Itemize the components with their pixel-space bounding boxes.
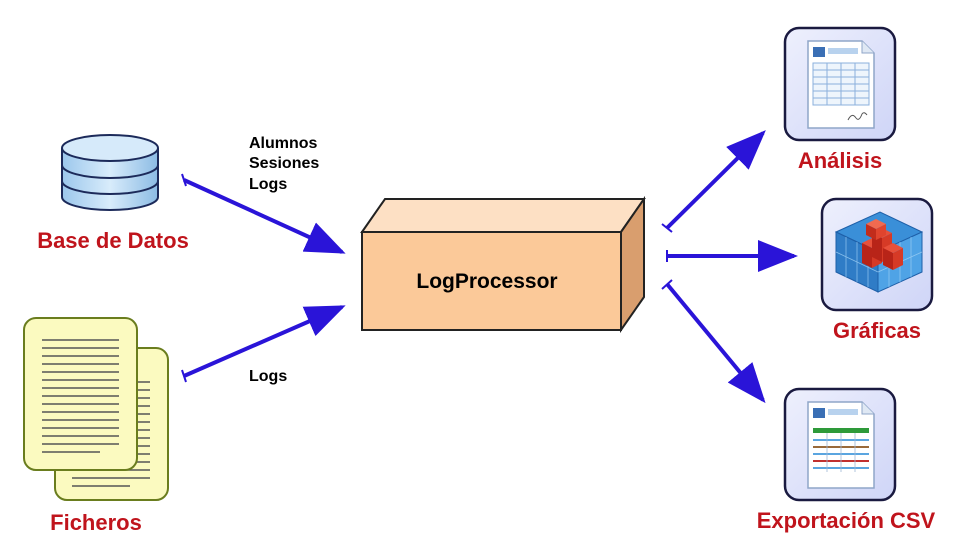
charts-label: Gráficas — [833, 318, 921, 343]
spreadsheet-icon — [783, 387, 897, 502]
documents-icon — [23, 317, 169, 501]
database-icon — [61, 134, 159, 211]
edge-label-logs-db: Logs — [249, 176, 287, 193]
files-label: Ficheros — [50, 510, 142, 535]
arrow-processor-to-charts — [666, 240, 798, 272]
arrow-processor-to-csv — [661, 279, 766, 404]
bar-chart-3d-icon — [820, 197, 934, 312]
report-icon — [783, 26, 897, 142]
arrow-processor-to-analysis — [661, 130, 766, 233]
edge-label-sesiones: Sesiones — [249, 155, 319, 172]
logprocessor-label: LogProcessor — [416, 270, 557, 293]
database-label: Base de Datos — [37, 228, 189, 253]
arrow-files-to-processor — [181, 305, 346, 383]
edge-label-logs-files: Logs — [249, 368, 287, 385]
analysis-label: Análisis — [798, 148, 882, 173]
logprocessor-box — [360, 195, 646, 334]
csv-label: Exportación CSV — [757, 508, 936, 533]
arrow-db-to-processor — [181, 173, 346, 254]
edge-label-alumnos: Alumnos — [249, 135, 318, 152]
